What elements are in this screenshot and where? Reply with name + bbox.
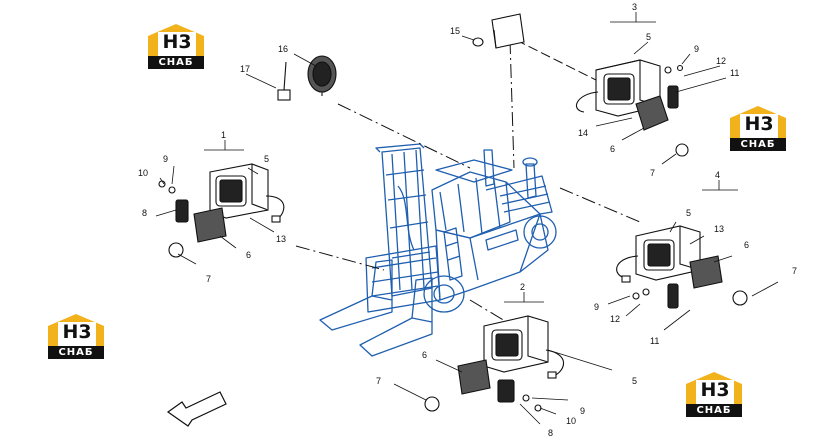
assembly-label: 3 <box>632 2 637 12</box>
callout-number: 9 <box>594 302 599 312</box>
callout-number: 10 <box>566 416 576 426</box>
callout-number: 6 <box>422 350 427 360</box>
logo-mark: H3 <box>162 31 192 53</box>
callout-number: 11 <box>730 68 739 78</box>
callout-number: 14 <box>578 128 588 138</box>
brand-logo-watermark: H3 CHAБ <box>728 104 790 154</box>
callout-number: 6 <box>246 250 251 260</box>
brand-logo-watermark: H3 CHAБ <box>684 370 746 420</box>
callout-number: 7 <box>792 266 797 276</box>
callout-number: 5 <box>264 154 269 164</box>
callout-number: 13 <box>276 234 286 244</box>
logo-mark: H3 <box>62 321 92 343</box>
logo-mark: H3 <box>700 379 730 401</box>
callout-number: 5 <box>646 32 651 42</box>
assembly-label: 1 <box>221 130 226 140</box>
callout-number: 9 <box>694 44 699 54</box>
callout-number: 13 <box>714 224 724 234</box>
callout-number: 17 <box>240 64 250 74</box>
callout-number: 10 <box>138 168 148 178</box>
callout-leaders <box>155 12 779 425</box>
logo-mark: H3 <box>744 113 774 135</box>
callout-number: 7 <box>206 274 211 284</box>
lamp-assembly-1 <box>158 163 285 258</box>
logo-word: CHAБ <box>48 346 104 359</box>
assembly-label: 2 <box>520 282 525 292</box>
assembly-label: 4 <box>715 170 720 180</box>
assembly-labels: 1 2 3 4 <box>221 2 720 292</box>
callout-number: 8 <box>548 428 553 437</box>
callout-number: 9 <box>163 154 168 164</box>
brand-logo-watermark: H3 CHAБ <box>146 22 208 72</box>
logo-word: CHAБ <box>730 138 786 151</box>
callout-number: 11 <box>650 336 659 346</box>
logo-word: CHAБ <box>148 56 204 69</box>
lamp-assembly-3 <box>575 59 689 157</box>
callout-number: 6 <box>744 240 749 250</box>
callout-number: 5 <box>632 376 637 386</box>
direction-arrow-icon <box>166 391 227 427</box>
callout-number: 8 <box>142 208 147 218</box>
callout-number: 16 <box>278 44 288 54</box>
work-light-16 <box>307 55 337 96</box>
callout-number: 5 <box>686 208 691 218</box>
callout-number: 7 <box>650 168 655 178</box>
lamp-assembly-4 <box>616 225 748 309</box>
callout-number: 12 <box>716 56 726 66</box>
callout-number: 6 <box>610 144 615 154</box>
lamp-assembly-2 <box>424 315 565 412</box>
mounting-bracket <box>472 13 525 49</box>
forklift-drawing <box>319 143 557 357</box>
callout-number: 15 <box>450 26 460 36</box>
switch-17 <box>277 61 291 101</box>
callout-number: 12 <box>610 314 620 324</box>
leader-lines <box>295 39 641 337</box>
part-callouts: 15 16 17 5 9 12 11 14 6 7 9 5 10 8 13 6 … <box>138 26 797 438</box>
callout-number: 7 <box>376 376 381 386</box>
brand-logo-watermark: H3 CHAБ <box>46 312 108 362</box>
callout-number: 9 <box>580 406 585 416</box>
logo-word: CHAБ <box>686 404 742 417</box>
